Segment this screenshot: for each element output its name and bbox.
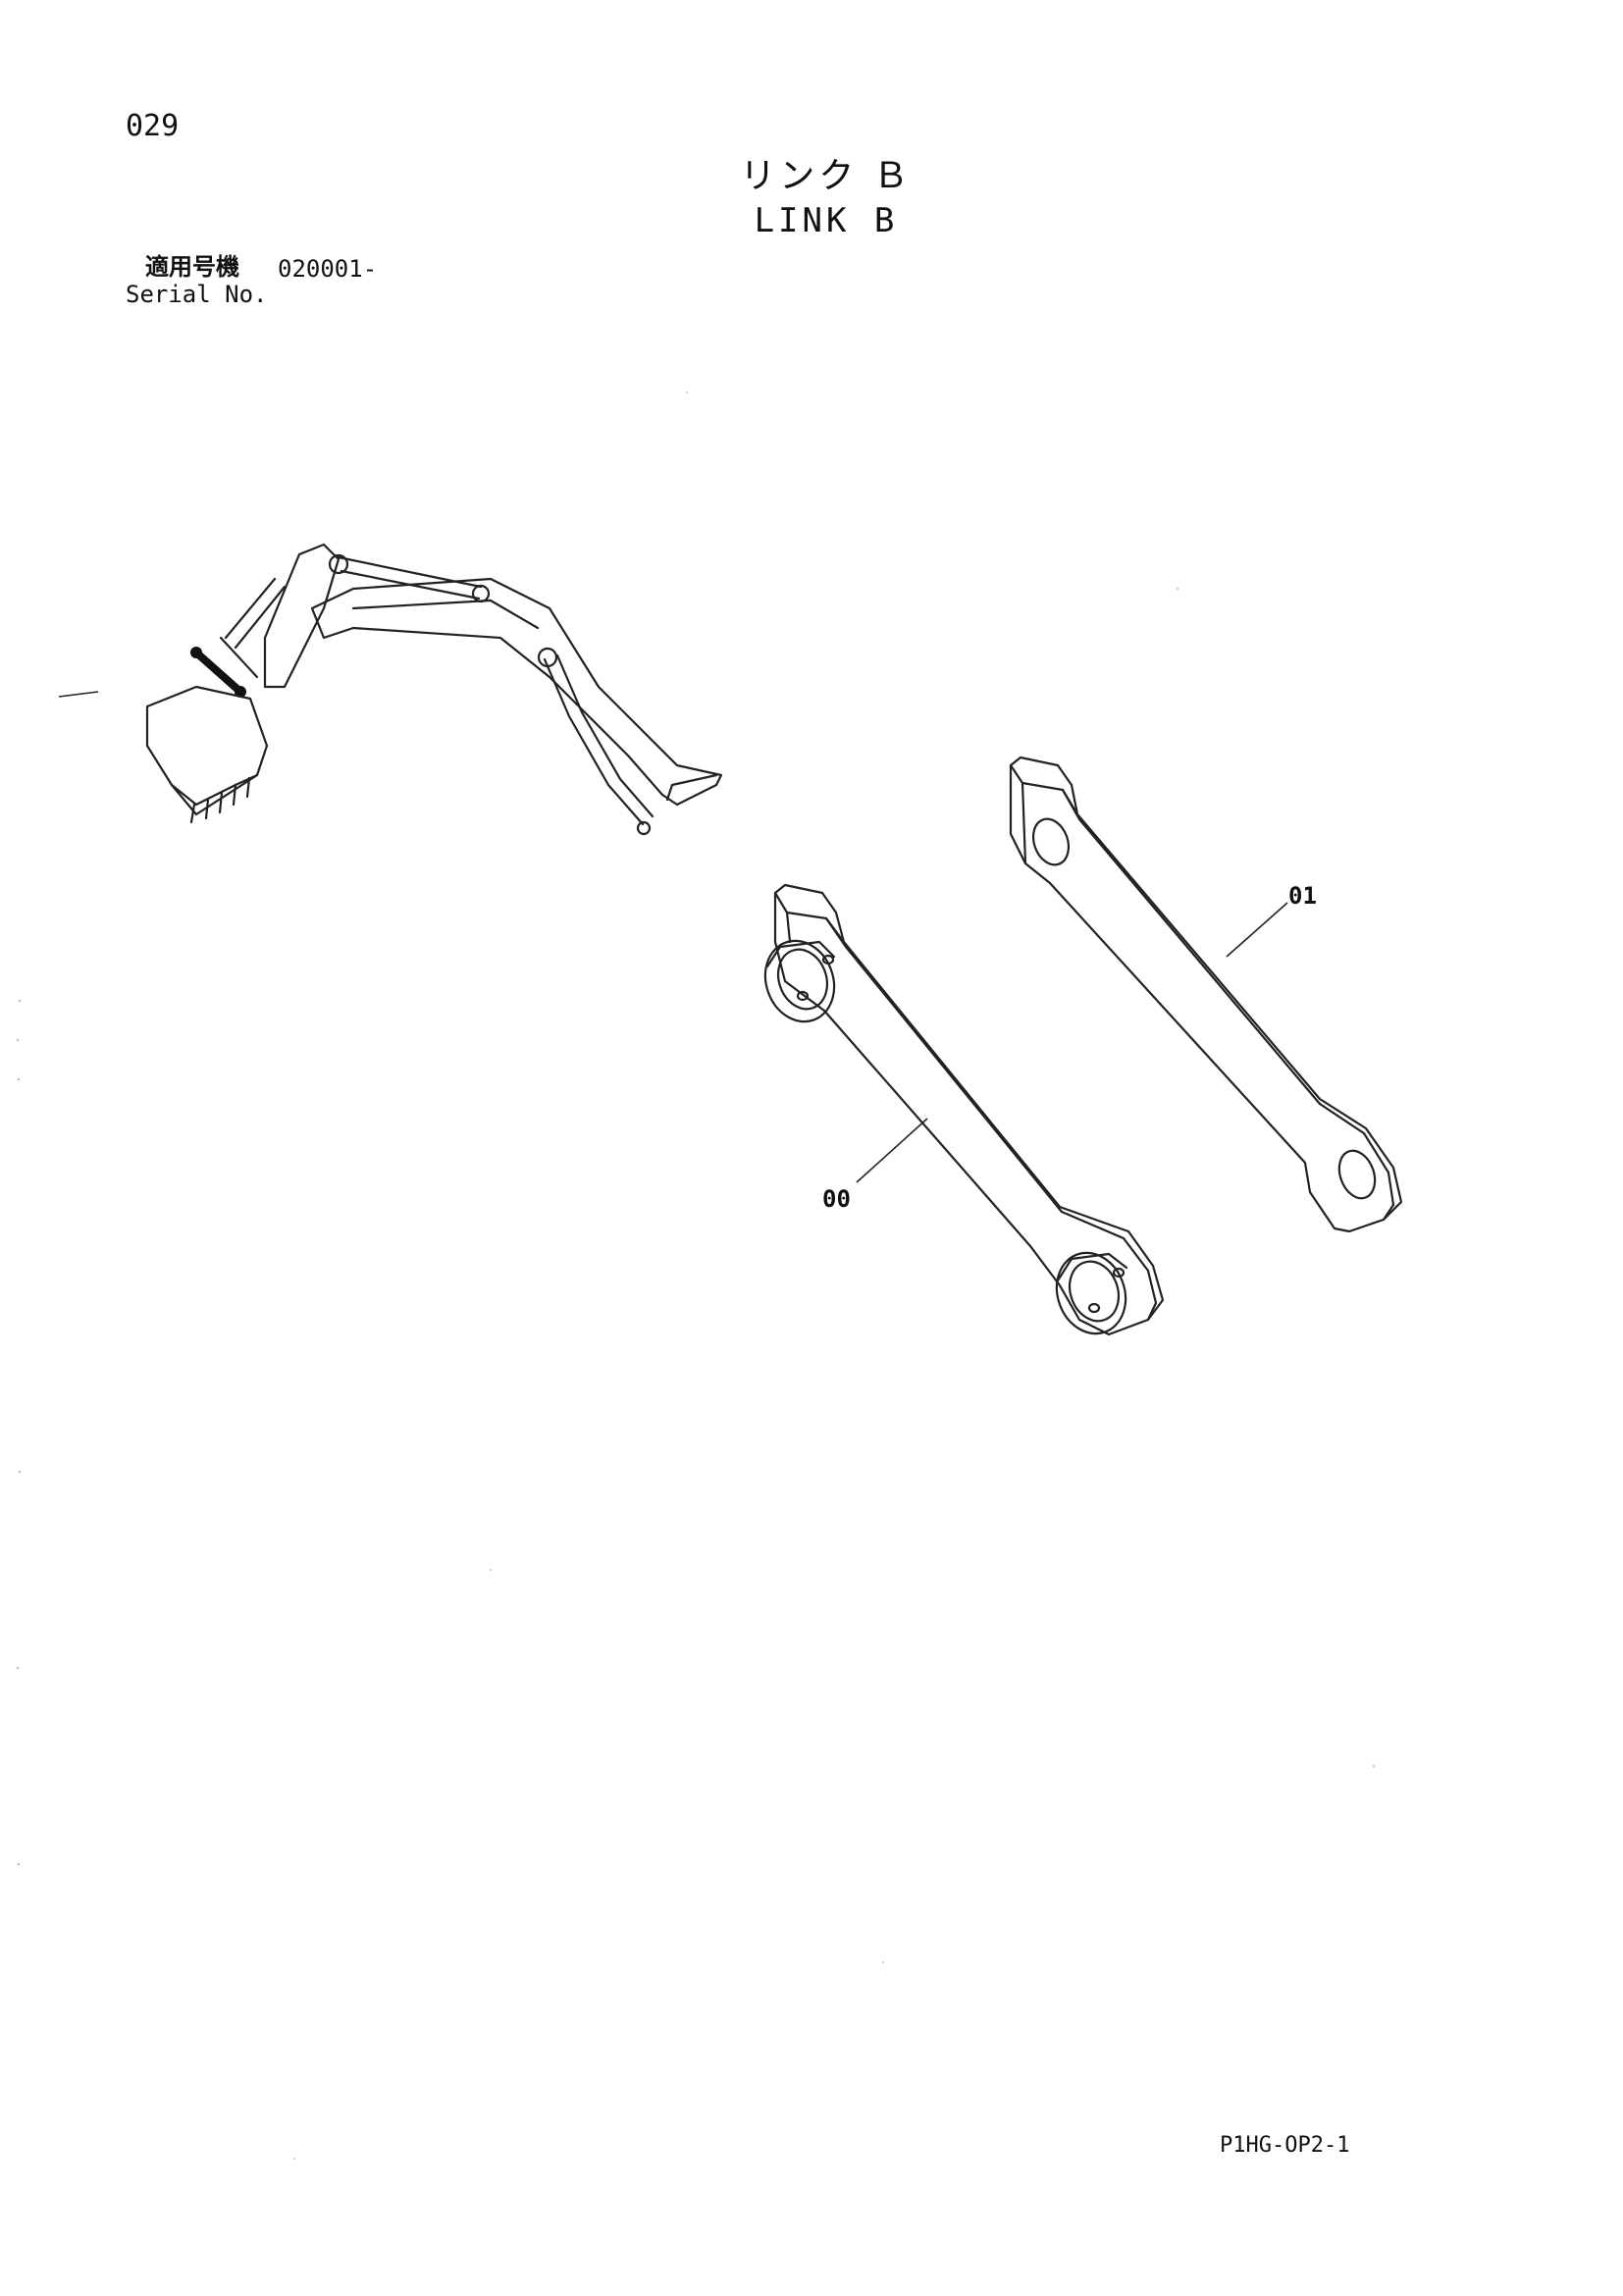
callout-part-01: 01 (1288, 882, 1317, 910)
page-number: 029 (126, 109, 180, 143)
serial-label-english: Serial No. (126, 281, 268, 308)
serial-number-value: 020001- (278, 255, 378, 283)
leader-line-00 (856, 1118, 928, 1183)
page-title-english: LINK B (754, 201, 899, 240)
serial-label-japanese: 適用号機 (145, 253, 239, 281)
excavator-boom-illustration (58, 543, 723, 836)
callout-part-00: 00 (822, 1185, 851, 1213)
link-part-00 (763, 883, 1165, 1336)
document-code: P1HG-OP2-1 (1220, 2133, 1350, 2158)
leader-line-01 (1226, 902, 1288, 958)
page-title-japanese: リンク Ｂ (740, 156, 913, 196)
link-part-01 (1009, 756, 1403, 1233)
scan-speckle (16, 391, 1375, 2160)
